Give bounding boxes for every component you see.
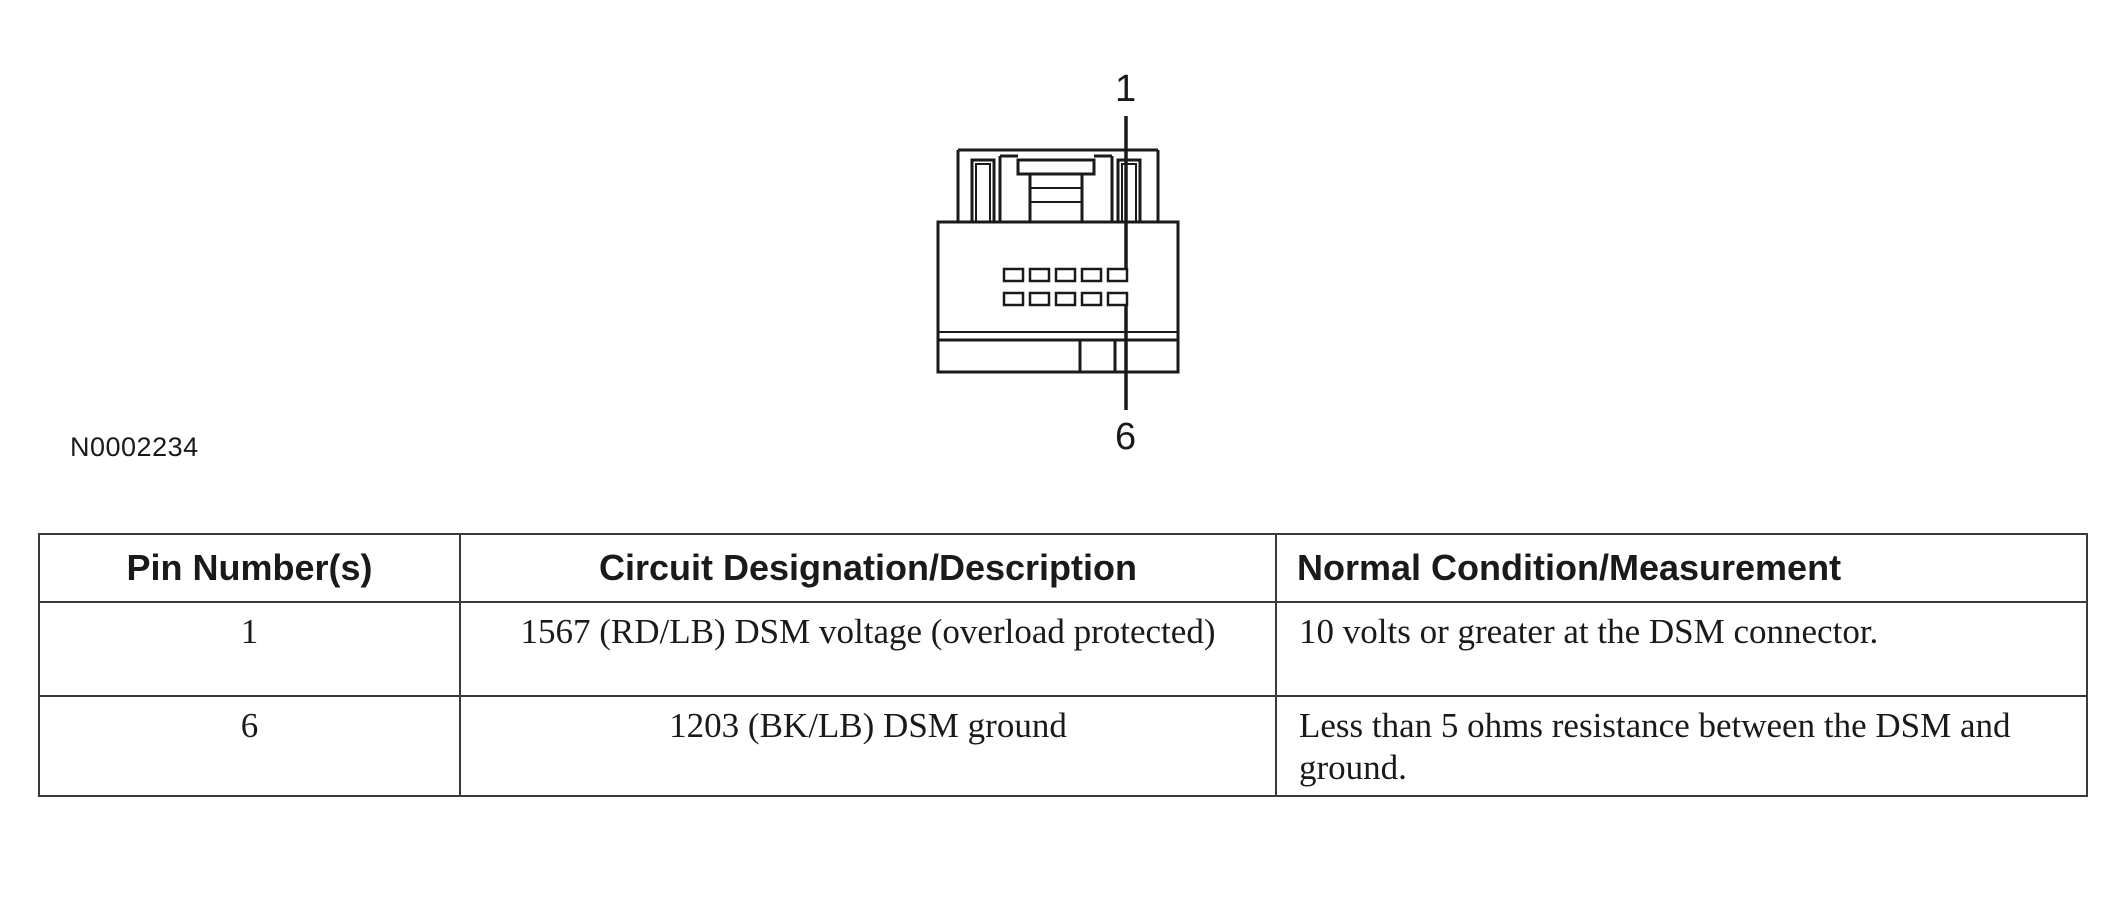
header-circuit: Circuit Designation/Description [459, 533, 1277, 603]
cell-circuit: 1203 (BK/LB) DSM ground [459, 695, 1277, 797]
pin-cavities [1002, 267, 1129, 307]
cell-condition: Less than 5 ohms resistance between the … [1275, 695, 2088, 797]
header-condition: Normal Condition/Measurement [1275, 533, 2088, 603]
table-row: 6 1203 (BK/LB) DSM ground Less than 5 oh… [38, 695, 2088, 797]
cell-pin: 1 [38, 601, 461, 697]
cell-circuit: 1567 (RD/LB) DSM voltage (overload prote… [459, 601, 1277, 697]
pin-1-callout: 1 [1115, 68, 1137, 110]
pin-6-callout: 6 [1115, 416, 1137, 458]
connector-diagram [936, 116, 1180, 410]
cell-condition: 10 volts or greater at the DSM connector… [1275, 601, 2088, 697]
cell-pin: 6 [38, 695, 461, 797]
pin-table: Pin Number(s) Circuit Designation/Descri… [38, 533, 2088, 797]
table-header-row: Pin Number(s) Circuit Designation/Descri… [38, 533, 2088, 603]
table-row: 1 1567 (RD/LB) DSM voltage (overload pro… [38, 601, 2088, 697]
header-pin-number: Pin Number(s) [38, 533, 461, 603]
figure-id: N0002234 [70, 432, 199, 462]
